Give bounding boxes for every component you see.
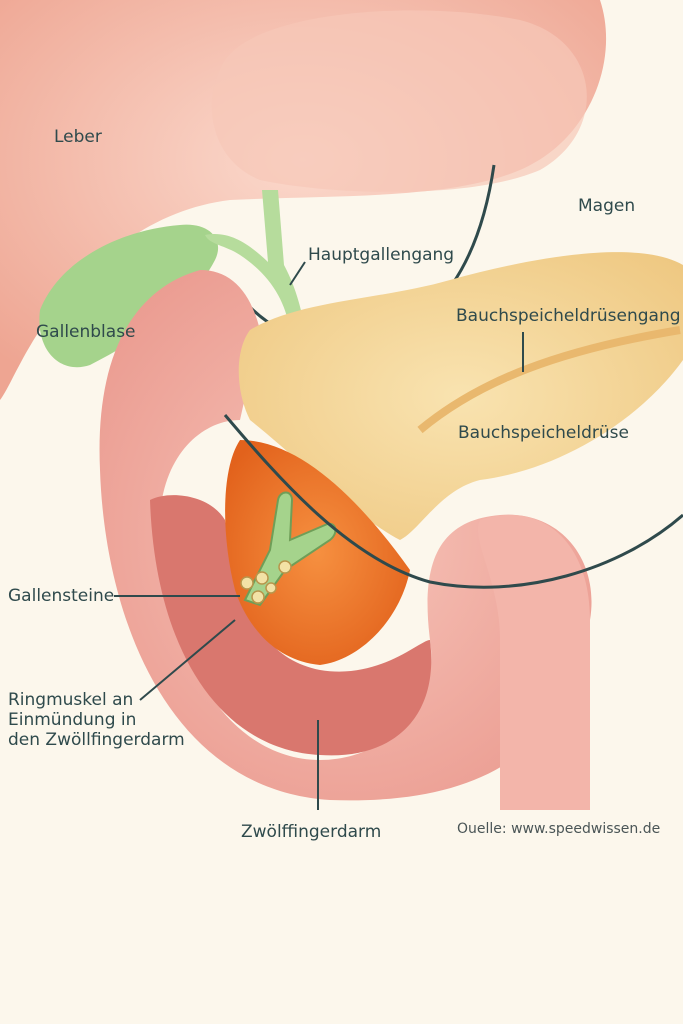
duodenum-right-limb [477, 514, 590, 810]
label-magen: Magen [578, 196, 636, 216]
label-zwoelffingerdarm: Zwölffingerdarm [241, 822, 382, 842]
liver-lobe [211, 10, 587, 192]
label-gallensteine: Gallensteine [8, 586, 115, 606]
stomach-lower-outline [223, 414, 683, 589]
label-hauptgallengang: Hauptgallengang [308, 245, 455, 265]
gallstones [240, 560, 292, 604]
label-gallenblase: Gallenblase [36, 322, 136, 342]
pancreas [238, 252, 683, 540]
duodenum-inner [150, 495, 432, 756]
label-ringmuskel-line2: Einmündung in [8, 710, 137, 730]
pointer-lines [114, 261, 524, 810]
pancreas-head [225, 440, 410, 665]
gallbladder [39, 224, 219, 368]
duodenum [99, 270, 592, 801]
source-credit: Ouelle: www.speedwissen.de [457, 821, 661, 837]
label-leber: Leber [54, 127, 102, 147]
label-bauchspeicheldruesengang: Bauchspeicheldrüsengang [456, 306, 681, 326]
label-ringmuskel: Ringmuskel an Einmündung in den Zwöllfin… [8, 690, 185, 750]
pancreatic-duct [417, 326, 681, 434]
label-bauchspeicheldruese: Bauchspeicheldrüse [458, 423, 629, 443]
label-ringmuskel-line1: Ringmuskel an [8, 690, 134, 710]
label-ringmuskel-line3: den Zwöllfingerdarm [8, 730, 185, 750]
